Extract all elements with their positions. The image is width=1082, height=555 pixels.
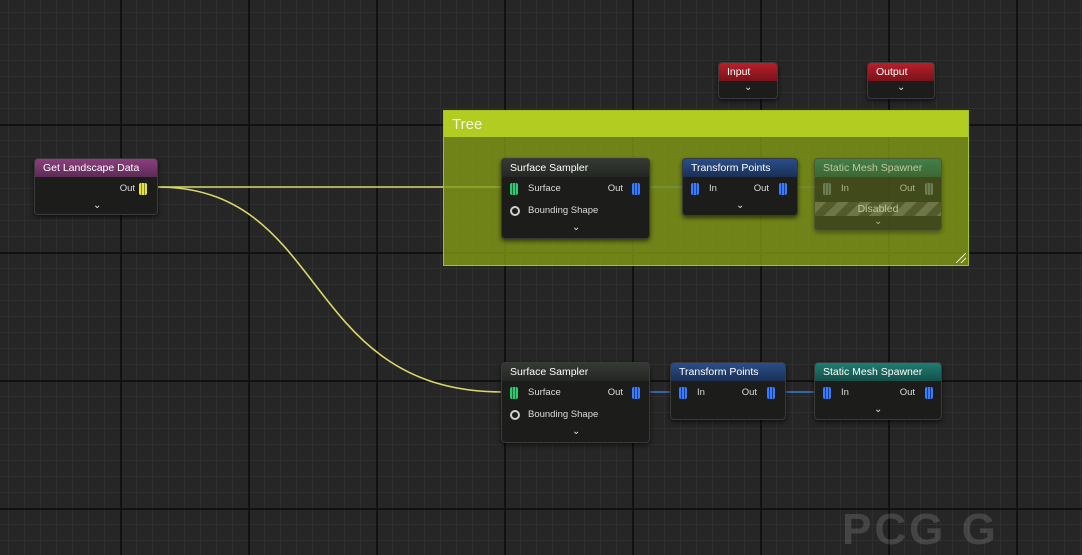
chevron-down-icon[interactable]: ⌄: [874, 404, 883, 415]
pin-in[interactable]: In: [841, 181, 849, 197]
pin-out-icon[interactable]: [925, 387, 933, 399]
node-title: Get Landscape Data: [35, 159, 157, 177]
node-title: Transform Points: [683, 159, 797, 177]
pin-out-icon[interactable]: [632, 387, 640, 399]
pin-label: Out: [607, 387, 623, 398]
chevron-down-icon[interactable]: ⌄: [93, 200, 102, 211]
pin-label: Out: [607, 183, 623, 194]
pin-out[interactable]: Out: [900, 385, 915, 401]
pin-in-icon[interactable]: [679, 387, 687, 399]
pin-label: Out: [899, 387, 915, 398]
node-get-landscape-data[interactable]: Get Landscape Data Out ⌄: [34, 158, 158, 215]
chevron-down-icon[interactable]: ⌄: [572, 426, 581, 437]
pin-label: Out: [119, 183, 135, 194]
node-title: Surface Sampler: [502, 159, 649, 177]
node-surface-sampler-top[interactable]: Surface Sampler Surface Out Bounding Sha…: [501, 158, 650, 239]
chevron-down-icon[interactable]: ⌄: [897, 82, 906, 93]
pin-label: In: [841, 387, 849, 398]
node-transform-points-top[interactable]: Transform Points In Out ⌄: [682, 158, 798, 216]
pin-surface[interactable]: Surface: [528, 385, 561, 401]
pin-in-icon[interactable]: [823, 387, 831, 399]
pin-label: In: [697, 387, 705, 398]
pin-in[interactable]: In: [709, 181, 717, 197]
pin-in-icon[interactable]: [823, 183, 831, 195]
pin-out-icon[interactable]: [767, 387, 775, 399]
node-static-mesh-spawner-top[interactable]: Static Mesh Spawner In Out Disabled ⌄: [814, 158, 942, 231]
chevron-down-icon[interactable]: ⌄: [736, 200, 745, 211]
pin-label: Out: [741, 387, 757, 398]
node-surface-sampler-bottom[interactable]: Surface Sampler Surface Out Bounding Sha…: [501, 362, 650, 443]
node-title: Output: [868, 63, 934, 81]
pin-surface-icon[interactable]: [510, 183, 518, 195]
pin-out-icon[interactable]: [139, 183, 147, 195]
pin-bounding-shape-icon[interactable]: [510, 206, 520, 216]
pin-surface-icon[interactable]: [510, 387, 518, 399]
pin-bounding-shape-icon[interactable]: [510, 410, 520, 420]
pin-out[interactable]: Out: [742, 385, 757, 401]
pin-label: Surface: [528, 387, 561, 398]
node-title: Input: [719, 63, 777, 81]
resize-handle-icon[interactable]: [956, 253, 966, 263]
pin-out[interactable]: Out: [608, 385, 623, 401]
group-title[interactable]: Tree: [444, 111, 968, 137]
pin-label: Out: [753, 183, 769, 194]
pin-in[interactable]: In: [697, 385, 705, 401]
pin-label: In: [709, 183, 717, 194]
node-input[interactable]: Input ⌄: [718, 62, 778, 99]
pin-in[interactable]: In: [841, 385, 849, 401]
pin-out-icon[interactable]: [632, 183, 640, 195]
pin-label: Surface: [528, 183, 561, 194]
pin-surface[interactable]: Surface: [528, 181, 561, 197]
pin-label: In: [841, 183, 849, 194]
disabled-stripes: [815, 202, 941, 216]
pin-bounding-shape[interactable]: Bounding Shape: [528, 203, 598, 219]
disabled-label: Disabled: [857, 203, 899, 215]
pin-out[interactable]: Out: [900, 181, 915, 197]
chevron-down-icon[interactable]: ⌄: [744, 82, 753, 93]
node-output[interactable]: Output ⌄: [867, 62, 935, 99]
node-transform-points-bottom[interactable]: Transform Points In Out: [670, 362, 786, 420]
node-title: Surface Sampler: [502, 363, 649, 381]
pin-label: Bounding Shape: [528, 409, 599, 420]
chevron-down-icon[interactable]: ⌄: [874, 216, 883, 227]
pin-out[interactable]: Out: [120, 181, 135, 197]
node-title: Transform Points: [671, 363, 785, 381]
pin-label: Bounding Shape: [528, 205, 599, 216]
pin-in-icon[interactable]: [691, 183, 699, 195]
pin-label: Out: [899, 183, 915, 194]
pin-bounding-shape[interactable]: Bounding Shape: [528, 407, 598, 423]
chevron-down-icon[interactable]: ⌄: [572, 222, 581, 233]
pin-out[interactable]: Out: [608, 181, 623, 197]
pin-out-icon[interactable]: [925, 183, 933, 195]
node-static-mesh-spawner-bottom[interactable]: Static Mesh Spawner In Out ⌄: [814, 362, 942, 420]
pin-out-icon[interactable]: [779, 183, 787, 195]
node-title: Static Mesh Spawner: [815, 159, 941, 177]
pin-out[interactable]: Out: [754, 181, 769, 197]
watermark: PCG G: [842, 505, 999, 554]
node-title: Static Mesh Spawner: [815, 363, 941, 381]
